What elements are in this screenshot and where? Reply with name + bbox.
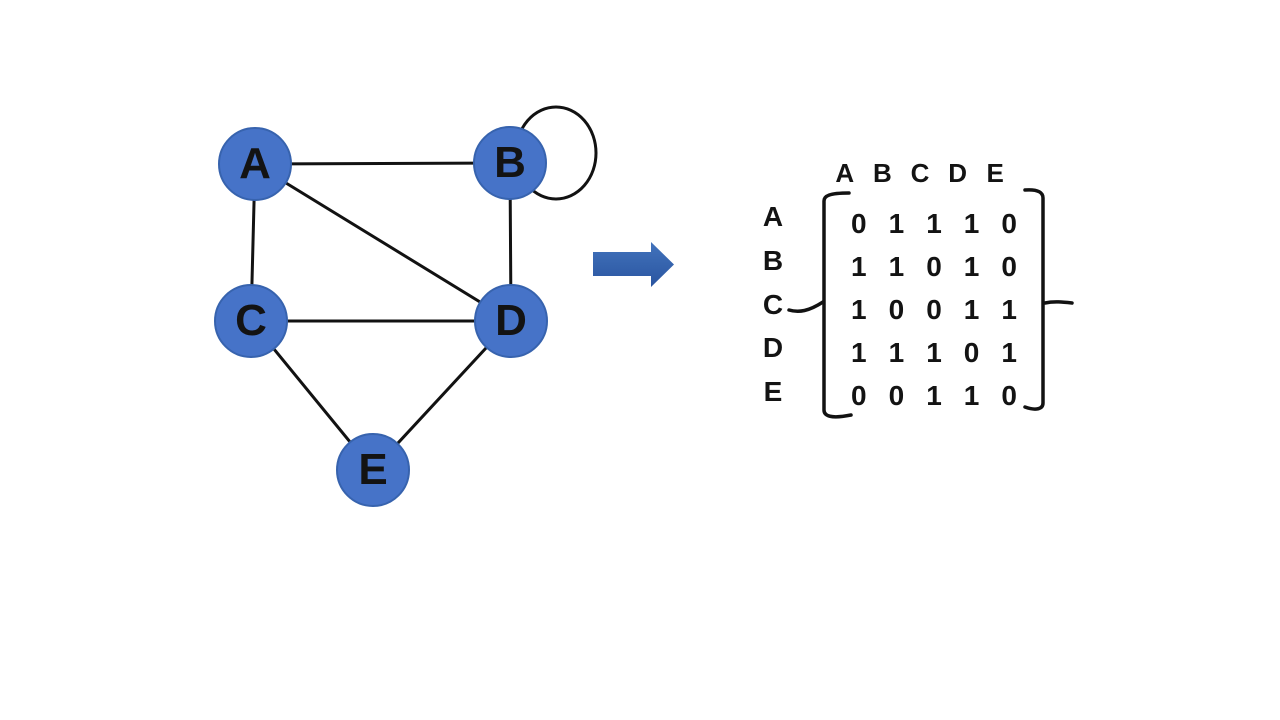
matrix-cell: 1 xyxy=(851,336,867,368)
matrix-cell: 0 xyxy=(888,293,905,325)
matrix-cell: 1 xyxy=(1001,336,1017,368)
node-label-b: B xyxy=(494,138,526,187)
matrix-cell: 1 xyxy=(963,293,980,325)
right-arrow-icon xyxy=(593,242,674,287)
matrix-cell: 0 xyxy=(851,379,867,411)
matrix-right-tick xyxy=(1043,300,1074,305)
graph-node-e: E xyxy=(336,433,410,507)
node-label-d: D xyxy=(495,296,527,345)
edge-A-D xyxy=(253,162,513,323)
matrix-row: 0 1 1 1 0 xyxy=(840,203,1028,246)
matrix-cell: 0 xyxy=(926,251,942,283)
matrix-row-label: D xyxy=(762,332,784,364)
matrix-cell: 0 xyxy=(1001,251,1017,283)
matrix-cell: 1 xyxy=(963,379,980,411)
node-label-c: C xyxy=(235,296,267,345)
matrix-cell: 1 xyxy=(926,336,942,368)
matrix-cell: 0 xyxy=(926,293,942,325)
matrix-row-label: B xyxy=(762,244,784,276)
matrix-row-label: C xyxy=(762,288,784,320)
matrix-cell: 1 xyxy=(926,379,942,411)
matrix-right-bracket xyxy=(1023,188,1045,411)
matrix-cell: 0 xyxy=(963,336,980,368)
matrix-values: 0 1 1 1 0 1 1 0 1 0 1 0 0 1 1 1 1 1 0 1 xyxy=(840,203,1028,417)
matrix-row-label: E xyxy=(763,376,783,408)
matrix-col-header: A xyxy=(835,158,855,188)
matrix-cell: 0 xyxy=(851,208,867,240)
matrix-col-header: D xyxy=(948,158,967,188)
matrix-left-bracket xyxy=(822,191,853,419)
node-label-a: A xyxy=(239,139,271,188)
matrix-row-label: A xyxy=(762,201,784,232)
matrix-cell: 0 xyxy=(1001,208,1017,240)
matrix-cell: 1 xyxy=(963,251,980,283)
edge-A-B xyxy=(253,161,512,166)
matrix-row-labels: A B C D E xyxy=(756,195,790,414)
matrix-col-header: C xyxy=(910,158,930,188)
graph-node-a: A xyxy=(218,127,292,201)
matrix-cell: 1 xyxy=(888,251,905,283)
matrix-col-header: E xyxy=(986,158,1004,188)
matrix-col-header: B xyxy=(873,158,892,188)
matrix-column-headers: A B C D E xyxy=(826,158,1014,189)
matrix-cell: 0 xyxy=(888,379,905,411)
graph-node-d: D xyxy=(474,284,548,358)
matrix-row: 1 1 1 0 1 xyxy=(840,331,1028,374)
matrix-row: 0 0 1 1 0 xyxy=(840,374,1028,417)
matrix-cell: 1 xyxy=(888,336,905,368)
matrix-cell: 1 xyxy=(851,293,867,325)
graph-node-c: C xyxy=(214,284,288,358)
graph-node-b: B xyxy=(473,126,547,200)
matrix-row: 1 0 0 1 1 xyxy=(840,289,1028,332)
matrix-cell: 1 xyxy=(888,208,905,240)
matrix-cell: 1 xyxy=(1001,293,1017,325)
matrix-cell: 0 xyxy=(1001,379,1017,411)
matrix-cell: 1 xyxy=(851,251,867,283)
matrix-row-c-tick xyxy=(787,300,825,314)
matrix-cell: 1 xyxy=(926,208,942,240)
matrix-row: 1 1 0 1 0 xyxy=(840,246,1028,289)
matrix-cell: 1 xyxy=(963,208,980,240)
node-label-e: E xyxy=(358,445,388,494)
